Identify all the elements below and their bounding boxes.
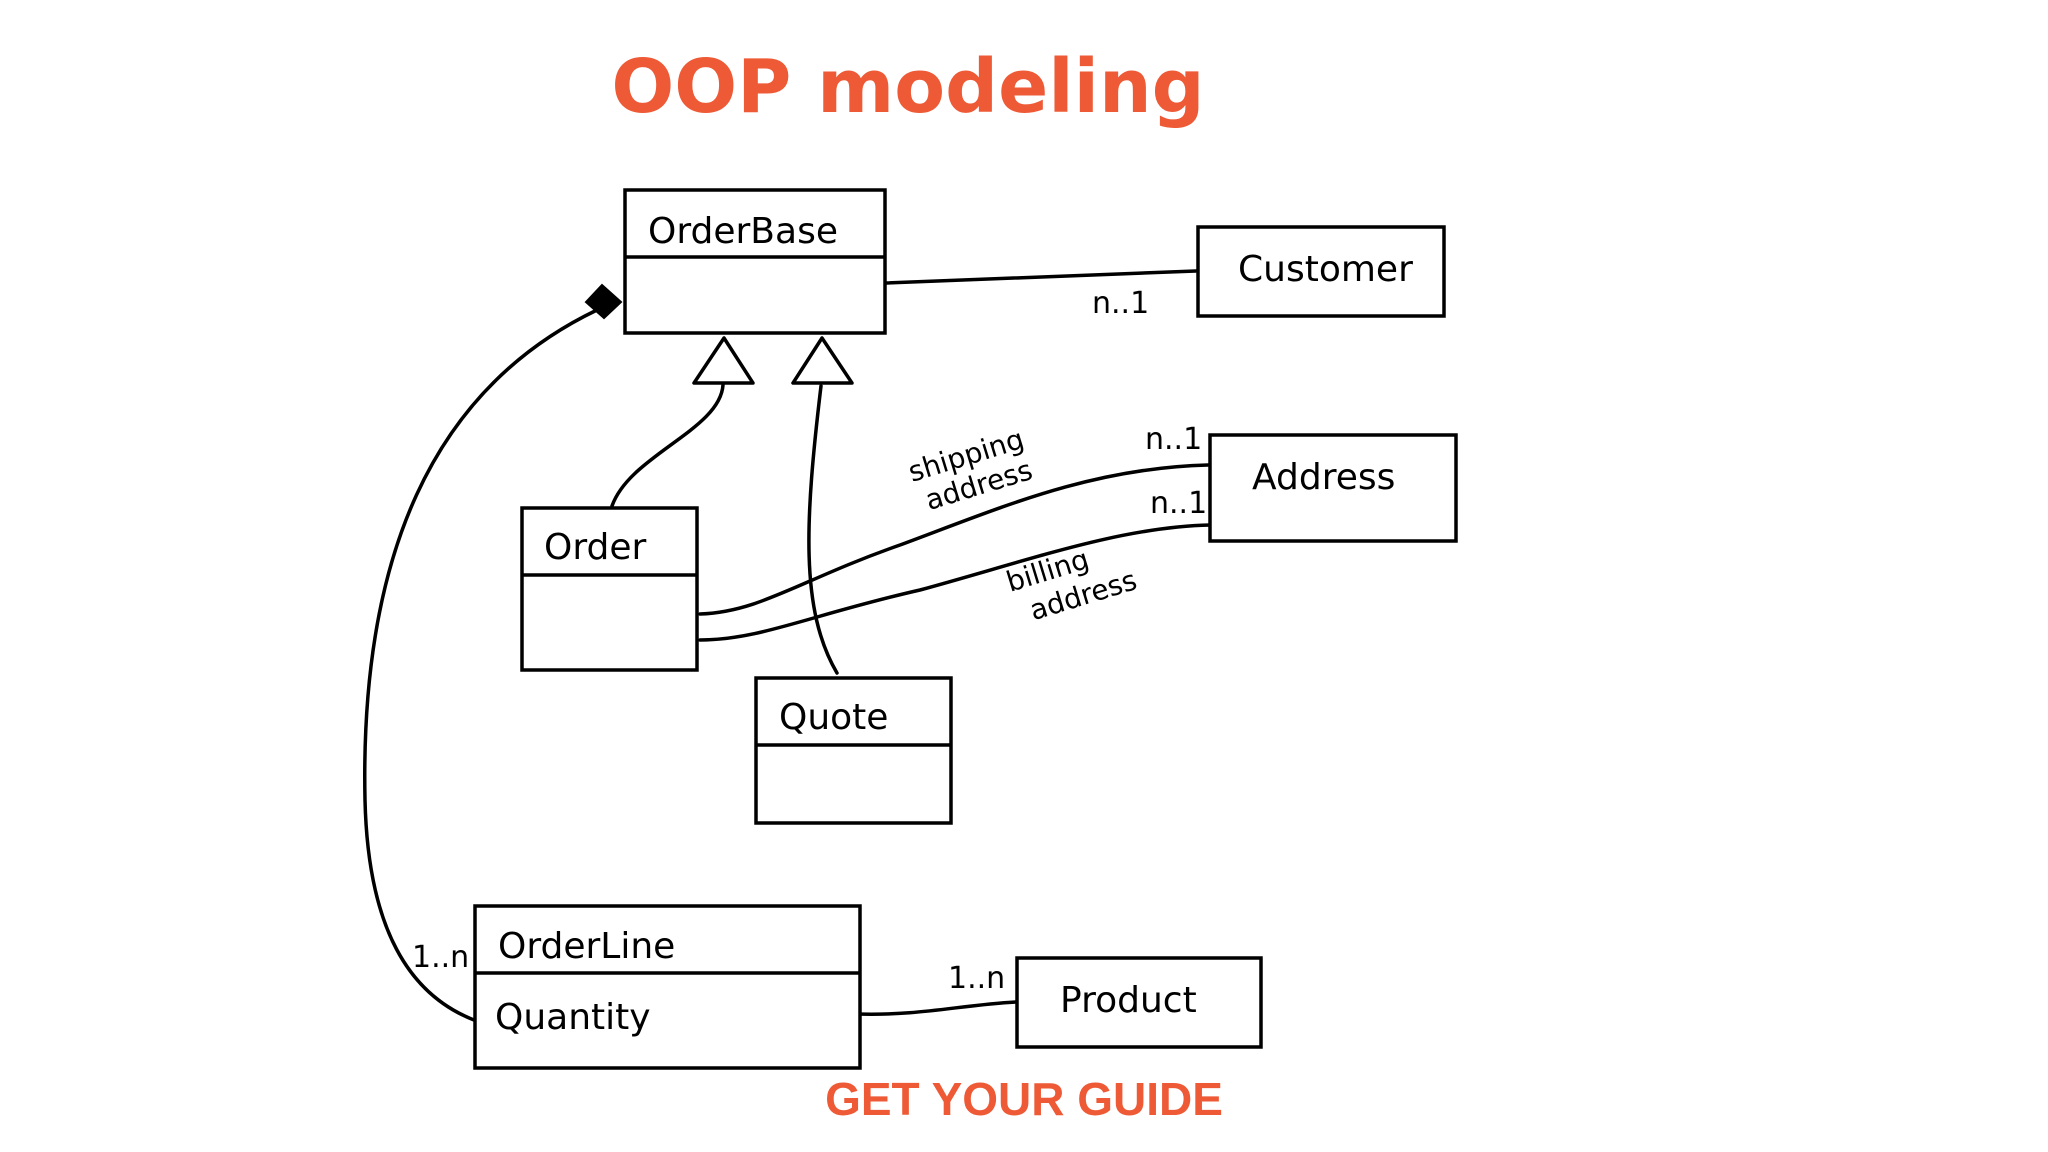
class-product-name: Product — [1060, 980, 1197, 1021]
composition-orderbase-orderline — [363, 308, 599, 1022]
generalization-triangle-icon — [692, 336, 755, 385]
class-address-name: Address — [1252, 457, 1395, 498]
class-order-name: Order — [544, 527, 647, 568]
class-customer: Customer — [1196, 225, 1446, 318]
generalization-quote-orderbase — [807, 384, 839, 675]
generalization-triangle-icon — [791, 336, 854, 385]
association-order-address-shipping — [698, 463, 1210, 616]
brand-logo: GET YOUR GUIDE — [825, 1073, 1223, 1125]
class-orderbase-name: OrderBase — [648, 211, 838, 252]
class-orderline-name: OrderLine — [498, 926, 675, 967]
class-quote: Quote — [754, 676, 953, 825]
role-billing-address: billing address — [1002, 542, 1140, 627]
composition-diamond-icon — [584, 283, 623, 320]
association-orderline-product — [854, 1000, 1018, 1016]
association-order-address-billing — [698, 523, 1212, 642]
role-shipping-address: shipping address — [904, 422, 1036, 517]
class-customer-name: Customer — [1238, 249, 1413, 290]
multiplicity-customer: n..1 — [1092, 286, 1149, 321]
class-address: Address — [1208, 433, 1458, 543]
multiplicity-shipping: n..1 — [1145, 422, 1202, 457]
page-title: OOP modeling — [611, 44, 1204, 130]
multiplicity-orderline: 1..n — [412, 940, 469, 975]
class-quote-name: Quote — [779, 697, 888, 738]
class-product: Product — [1015, 956, 1263, 1049]
multiplicity-billing: n..1 — [1150, 486, 1207, 521]
class-orderline: OrderLine Quantity — [473, 904, 862, 1070]
association-orderbase-customer — [884, 269, 1198, 285]
multiplicity-product: 1..n — [948, 961, 1005, 996]
generalization-order-orderbase — [610, 383, 725, 508]
class-orderbase: OrderBase — [623, 188, 887, 335]
class-orderline-attribute: Quantity — [495, 997, 651, 1038]
class-order: Order — [520, 506, 699, 672]
